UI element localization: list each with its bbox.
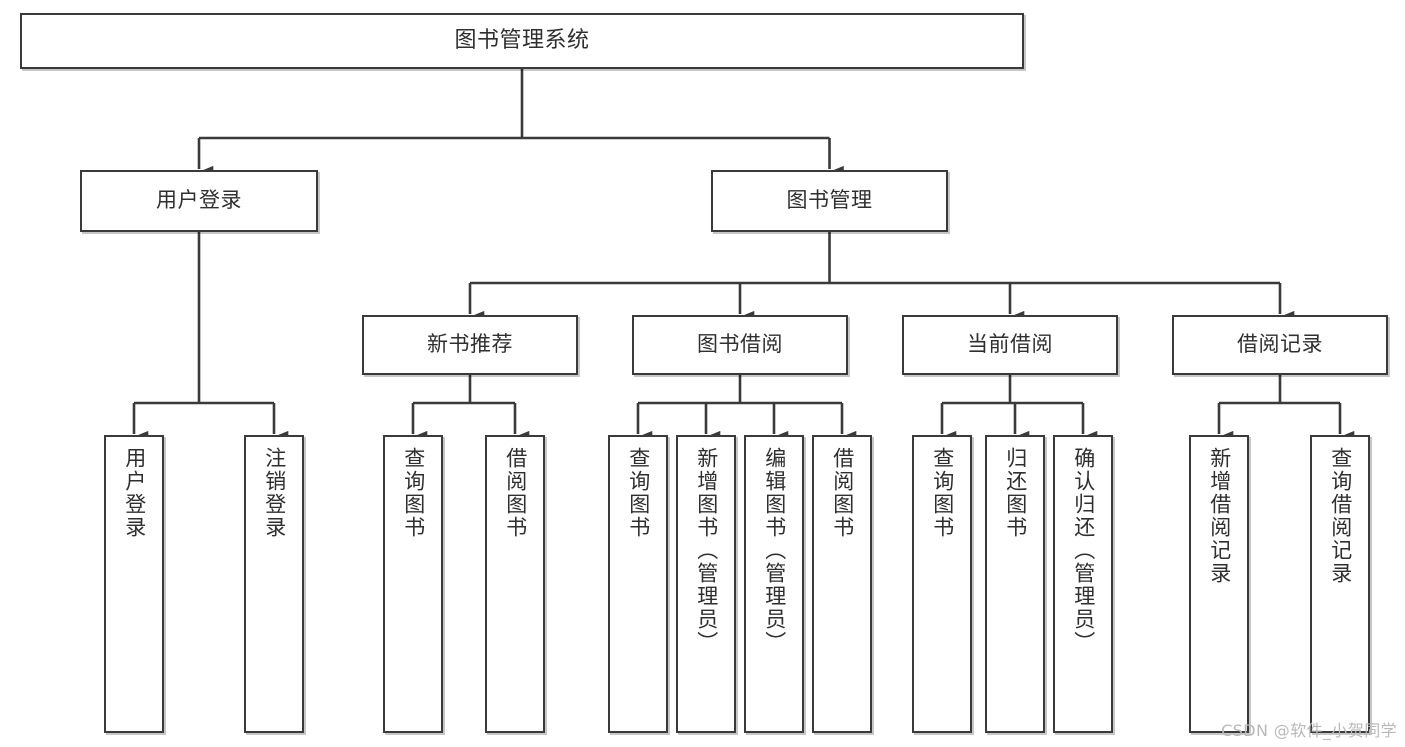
node-book-manage[interactable]: 图书管理	[711, 170, 948, 232]
node-label: 新增借阅记录	[1207, 447, 1232, 585]
node-label: 查询图书	[930, 447, 955, 539]
node-leaf-user-login[interactable]: 用户登录	[104, 435, 164, 733]
node-leaf-edit-book-admin[interactable]: 编辑图书（管理员）	[744, 435, 804, 733]
node-label: 新增图书（管理员）	[694, 447, 719, 654]
node-leaf-confirm-return-admin[interactable]: 确认归还（管理员）	[1053, 435, 1113, 733]
node-label: 注销登录	[262, 447, 287, 539]
node-label: 图书借阅	[697, 332, 783, 357]
node-label: 查询图书	[626, 447, 651, 539]
node-leaf-borrow-book-2[interactable]: 借阅图书	[812, 435, 872, 733]
node-label: 用户登录	[122, 447, 147, 539]
node-current-borrow[interactable]: 当前借阅	[902, 315, 1118, 375]
node-book-borrow[interactable]: 图书借阅	[632, 315, 848, 375]
node-leaf-borrow-book-1[interactable]: 借阅图书	[485, 435, 545, 733]
node-label: 查询借阅记录	[1328, 447, 1353, 585]
node-user-login[interactable]: 用户登录	[80, 170, 318, 232]
node-label: 用户登录	[156, 188, 242, 213]
node-label: 查询图书	[401, 447, 426, 539]
node-leaf-query-book-3[interactable]: 查询图书	[912, 435, 972, 733]
node-leaf-user-logout[interactable]: 注销登录	[244, 435, 304, 733]
node-leaf-return-book[interactable]: 归还图书	[985, 435, 1045, 733]
node-label: 归还图书	[1003, 447, 1028, 539]
node-new-book-recommend[interactable]: 新书推荐	[362, 315, 578, 375]
node-leaf-add-book-admin[interactable]: 新增图书（管理员）	[676, 435, 736, 733]
node-label: 借阅图书	[830, 447, 855, 539]
node-label: 借阅记录	[1237, 332, 1323, 357]
node-label: 新书推荐	[427, 332, 513, 357]
node-label: 借阅图书	[503, 447, 528, 539]
node-borrow-record[interactable]: 借阅记录	[1172, 315, 1388, 375]
node-label: 当前借阅	[967, 332, 1053, 357]
node-label: 图书管理	[786, 188, 873, 213]
csdn-watermark: CSDN @软件_小贺同学	[1221, 721, 1397, 740]
node-label: 编辑图书（管理员）	[762, 447, 787, 654]
node-leaf-query-book-1[interactable]: 查询图书	[383, 435, 443, 733]
node-label: 确认归还（管理员）	[1071, 447, 1096, 654]
node-leaf-query-book-2[interactable]: 查询图书	[608, 435, 668, 733]
node-leaf-query-borrow-record[interactable]: 查询借阅记录	[1310, 435, 1370, 733]
node-leaf-add-borrow-record[interactable]: 新增借阅记录	[1189, 435, 1249, 733]
node-label: 图书管理系统	[454, 27, 590, 53]
node-root-system[interactable]: 图书管理系统	[20, 13, 1024, 69]
